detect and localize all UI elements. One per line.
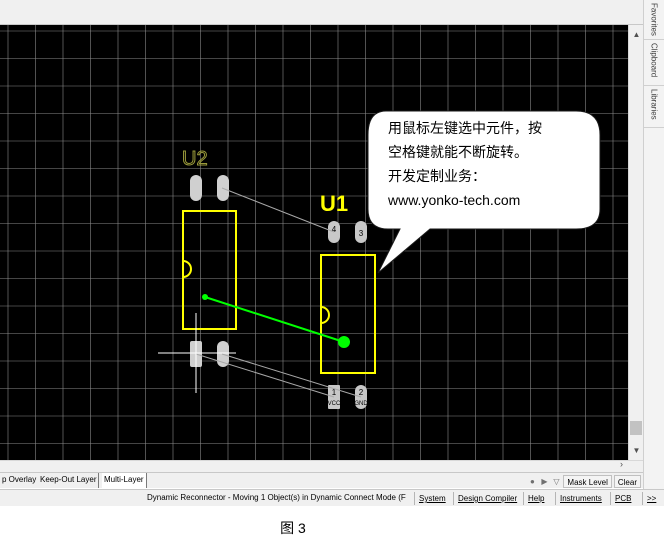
pcb-canvas[interactable]: U2 U1 4 3 1 VCC 2 — [0, 25, 628, 460]
designator-u1: U1 — [320, 191, 348, 216]
tab-favorites[interactable]: Favorites — [644, 0, 664, 40]
pad-number-1: 1 — [332, 388, 337, 397]
scroll-right-icon[interactable]: › — [620, 459, 623, 469]
pad-net-vcc: VCC — [328, 401, 341, 407]
component-u1[interactable]: U1 4 3 1 VCC 2 GND — [320, 191, 376, 409]
outline-u2 — [182, 210, 237, 330]
dynamic-connection — [202, 294, 350, 348]
toolbar-strip — [0, 0, 643, 25]
clear-button[interactable]: Clear — [613, 474, 641, 488]
status-tab-instruments[interactable]: Instruments — [555, 492, 606, 505]
outline-u1 — [320, 254, 376, 374]
designator-u2: U2 — [182, 148, 208, 170]
status-tab-system[interactable]: System — [414, 492, 450, 505]
scrollbar-thumb[interactable] — [630, 421, 642, 435]
layer-tab-overlay[interactable]: p Overlay — [0, 473, 40, 488]
pcb-drawing[interactable]: U2 U1 4 3 1 VCC 2 — [0, 25, 628, 460]
pad-number-2: 2 — [359, 388, 364, 397]
tab-clipboard[interactable]: Clipboard — [644, 40, 664, 86]
status-message: Dynamic Reconnector - Moving 1 Object(s)… — [147, 493, 406, 502]
vertical-scrollbar[interactable]: ▲ ▼ — [628, 25, 643, 460]
layer-set-icon[interactable]: ● — [529, 476, 535, 486]
horizontal-scrollbar[interactable]: › — [0, 459, 643, 472]
mask-level-button[interactable]: Mask Level — [563, 474, 612, 488]
layer-tab-multi-layer[interactable]: Multi-Layer — [102, 473, 147, 488]
callout-line-2: 空格键就能不断旋转。 — [388, 144, 528, 160]
pad-u2-top-left[interactable] — [190, 175, 202, 201]
notch-u2 — [182, 260, 192, 278]
callout-bubble — [367, 110, 601, 274]
tab-libraries[interactable]: Libraries — [644, 86, 664, 128]
play-icon[interactable]: ▶ — [541, 476, 548, 486]
filter-icon[interactable]: ▽ — [553, 476, 560, 486]
callout-line-1: 用鼠标左键选中元件，按 — [388, 120, 542, 136]
grid — [0, 25, 628, 460]
right-panel: Favorites Clipboard Libraries — [643, 0, 664, 489]
figure-caption: 图 3 — [280, 520, 306, 536]
pad-number-3: 3 — [359, 229, 364, 238]
callout-line-4: www.yonko-tech.com — [388, 192, 521, 208]
scroll-down-icon[interactable]: ▼ — [632, 446, 641, 455]
mask-tools: ● ▶ ▽ Mask Level Clear — [527, 474, 641, 488]
notch-u1 — [320, 306, 330, 324]
callout-line-3: 开发定制业务： — [388, 168, 486, 184]
status-tab-pcb[interactable]: PCB — [610, 492, 635, 505]
status-tab-design-compiler[interactable]: Design Compiler — [453, 492, 521, 505]
crosshair-cursor-icon — [158, 313, 236, 393]
pad-u1-3[interactable] — [355, 221, 367, 243]
scroll-up-icon[interactable]: ▲ — [632, 30, 641, 39]
callout-text: 用鼠标左键选中元件，按 空格键就能不断旋转。 开发定制业务： www.yonko… — [388, 116, 598, 212]
layer-tab-keep-out[interactable]: Keep-Out Layer — [38, 473, 100, 488]
layer-tab-bar: p Overlay Keep-Out Layer Multi-Layer ● ▶… — [0, 472, 643, 488]
status-tab-help[interactable]: Help — [523, 492, 548, 505]
pad-net-gnd: GND — [354, 401, 368, 407]
ratsnest-lines — [195, 187, 362, 398]
status-bar: Dynamic Reconnector - Moving 1 Object(s)… — [0, 489, 664, 506]
pad-number-4: 4 — [332, 225, 337, 234]
status-tab-more[interactable]: >> — [642, 492, 660, 505]
